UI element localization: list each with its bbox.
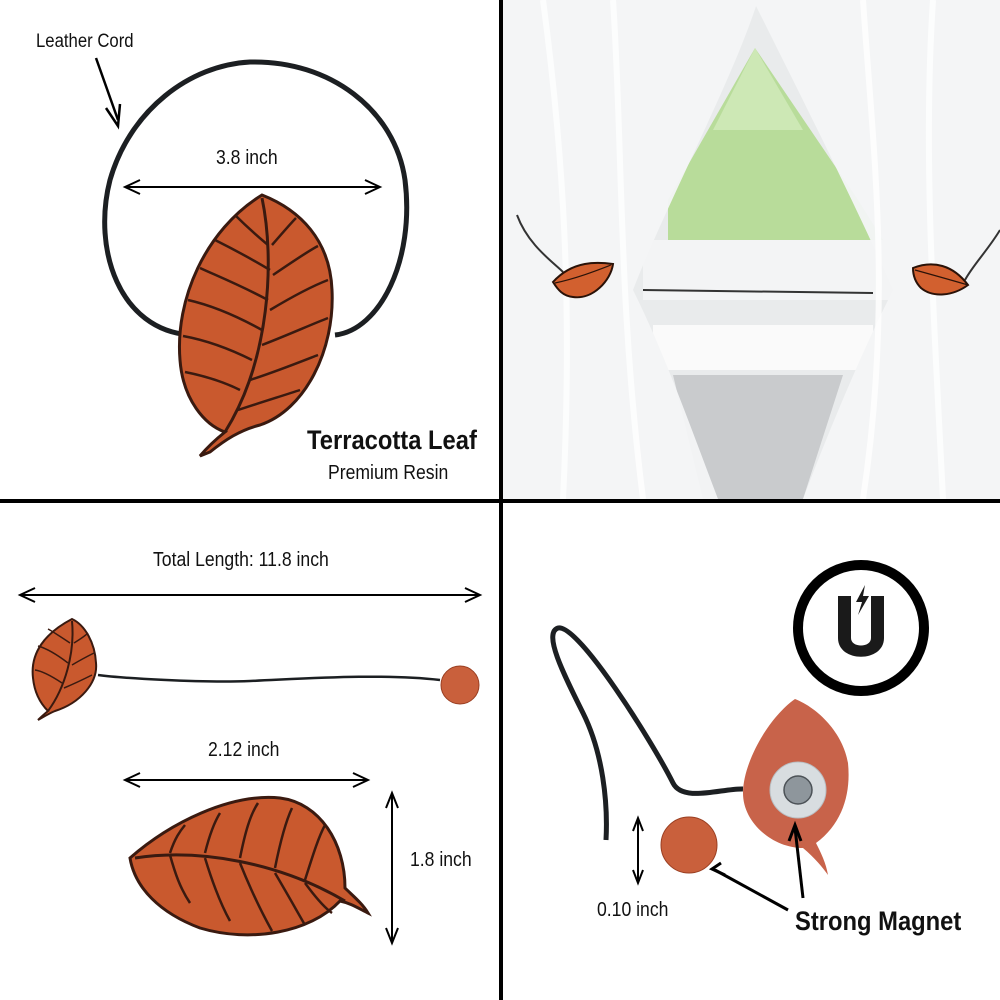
dimensions-illustration [17,587,483,946]
leaf-width-arrow-icon [122,772,371,788]
thickness-label: 0.10 inch [597,899,669,921]
magnet-pointer-arrows [708,820,805,912]
leaf-height-arrow-icon [385,790,399,946]
leather-cord [102,59,410,338]
horizontal-divider [0,499,1000,503]
product-name: Terracotta Leaf [307,425,477,455]
thickness-arrow-icon [632,815,644,886]
leaf-tieback-left [551,261,615,299]
cord-loop-illustration [94,57,410,458]
panel-magnet: 0.10 inch Strong Magnet [503,503,1000,1000]
curtain-scene-illustration [503,0,1000,499]
strong-magnet-label: Strong Magnet [795,906,962,936]
magnet-illustration [550,560,929,912]
panel-cord-loop: Leather Cord 3.8 inch Terracotta Leaf Pr… [0,0,499,499]
window-view [668,48,883,240]
leaf-icon [177,193,334,458]
cord-label: Leather Cord [36,31,134,52]
magnet-icon [793,560,929,696]
tieback-full-view [31,617,480,721]
material-label: Premium Resin [328,462,449,484]
magnet-puck [660,816,718,874]
leaf-back-view [743,699,849,875]
cord-loop [550,625,744,841]
leaf-height-label: 1.8 inch [410,849,472,871]
double-arrow-icon [122,179,383,195]
panel-curtain-scene [503,0,1000,499]
leaf-tieback-right [911,263,970,296]
leaf-icon-large [128,795,372,937]
total-length-label: Total Length: 11.8 inch [153,549,329,571]
leaf-width-label: 2.12 inch [208,739,280,761]
arrow-icon [94,57,120,121]
total-length-arrow-icon [17,587,483,603]
width-label: 3.8 inch [216,147,278,169]
panel-dimensions: Total Length: 11.8 inch 2.12 inch 1.8 in… [0,503,499,1000]
